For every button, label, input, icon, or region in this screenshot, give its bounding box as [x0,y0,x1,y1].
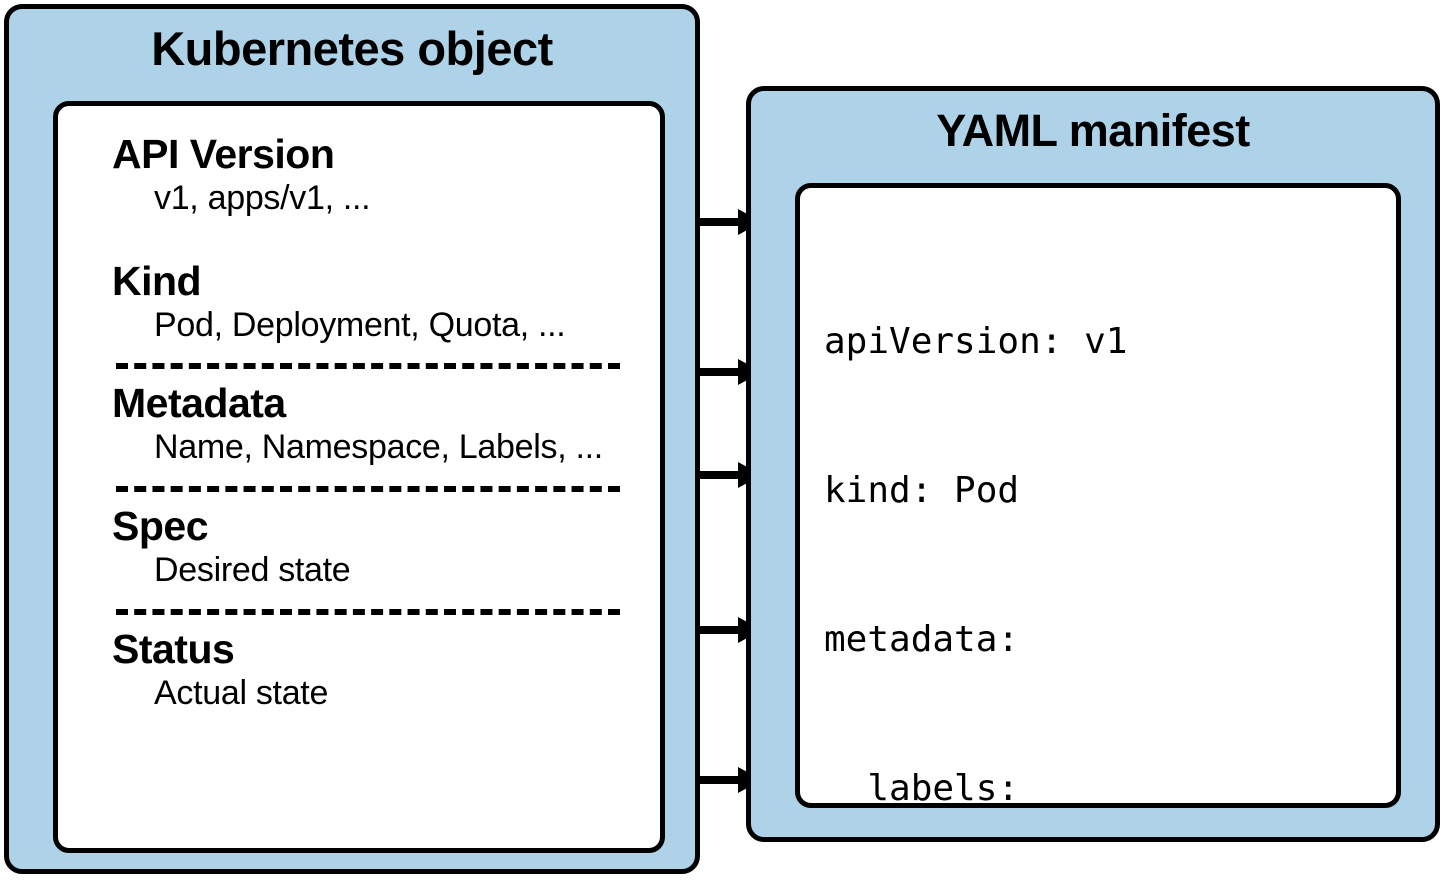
kubernetes-field-list: API Version v1, apps/v1, ... Kind Pod, D… [58,106,660,848]
yaml-line: metadata: [824,619,1020,661]
field-status: Status Actual state [112,625,642,714]
yaml-code-block: apiVersion: v1 kind: Pod metadata: label… [800,188,1396,809]
field-api-version: API Version v1, apps/v1, ... [112,131,642,219]
field-spec-label: Spec [112,503,209,550]
field-api-version-label: API Version [112,131,335,177]
field-status-label: Status [112,625,235,672]
field-kind-label: Kind [112,257,202,304]
yaml-line: kind: Pod [824,470,1020,512]
field-status-value: Actual state [154,673,329,712]
kubernetes-object-title: Kubernetes object [151,22,553,75]
divider-kind-metadata [116,363,620,370]
divider-metadata-spec [116,486,620,493]
divider-spec-status [116,608,620,615]
field-spec: Spec Desired state [112,503,642,591]
kubernetes-object-panel: Kubernetes object API Version v1, apps/v… [4,4,700,874]
kubernetes-object-card: API Version v1, apps/v1, ... Kind Pod, D… [53,101,665,853]
field-metadata-value: Name, Namespace, Labels, ... [154,428,603,467]
field-api-version-value: v1, apps/v1, ... [154,178,371,217]
spacer [112,219,642,259]
field-metadata-label: Metadata [112,380,286,427]
yaml-manifest-panel: YAML manifest apiVersion: v1 kind: Pod m… [746,86,1440,842]
yaml-line: apiVersion: v1 [824,321,1128,363]
yaml-manifest-card: apiVersion: v1 kind: Pod metadata: label… [795,183,1401,809]
field-metadata: Metadata Name, Namespace, Labels, ... [112,380,642,468]
field-spec-value: Desired state [154,551,351,590]
field-kind-value: Pod, Deployment, Quota, ... [154,305,566,344]
yaml-manifest-title: YAML manifest [936,105,1250,156]
yaml-line: labels: [824,768,1020,810]
field-kind: Kind Pod, Deployment, Quota, ... [112,257,642,346]
